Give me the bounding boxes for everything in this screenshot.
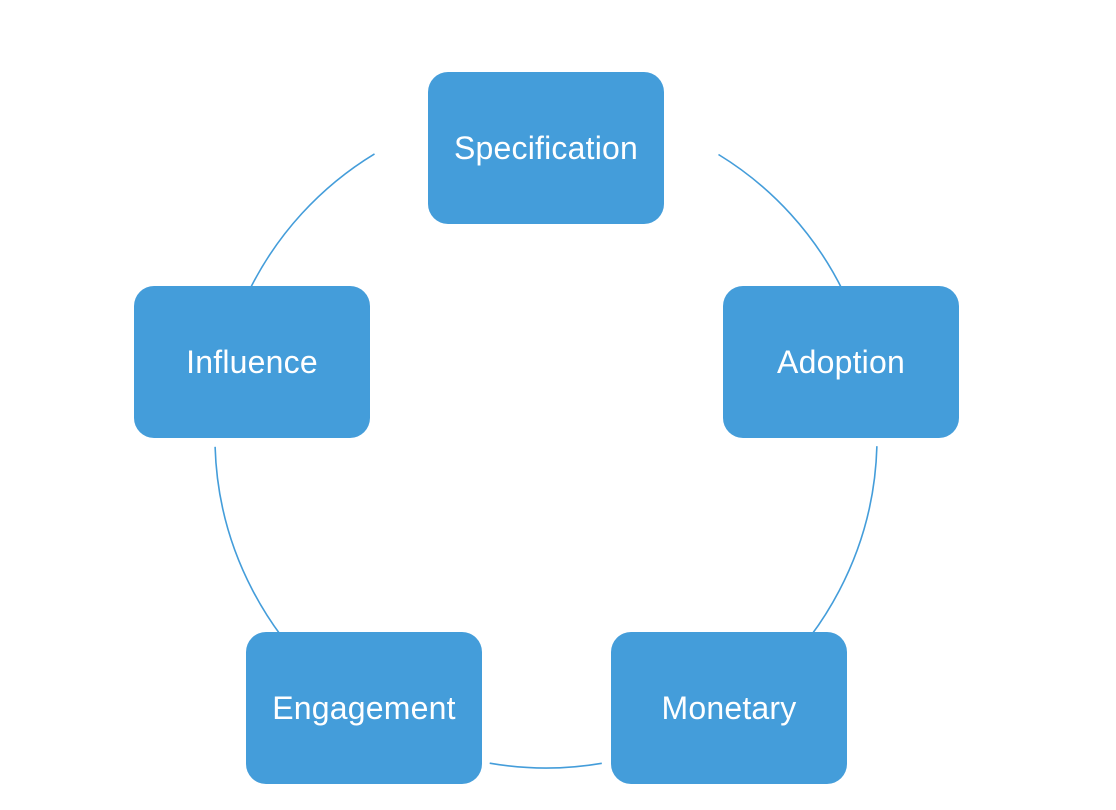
node-label-specification: Specification [453,129,639,166]
node-influence: Influence [134,286,370,438]
node-specification: Specification [428,72,664,224]
connector-specification-to-adoption [718,153,844,292]
node-label-engagement: Engagement [272,689,456,726]
node-adoption: Adoption [723,286,959,438]
node-engagement: Engagement [246,632,482,784]
node-monetary: Monetary [611,632,847,784]
node-label-adoption: Adoption [777,343,905,380]
connector-influence-to-specification [248,153,375,292]
node-label-influence: Influence [186,343,318,380]
node-label-monetary: Monetary [661,689,797,726]
connector-monetary-to-engagement [489,762,602,769]
